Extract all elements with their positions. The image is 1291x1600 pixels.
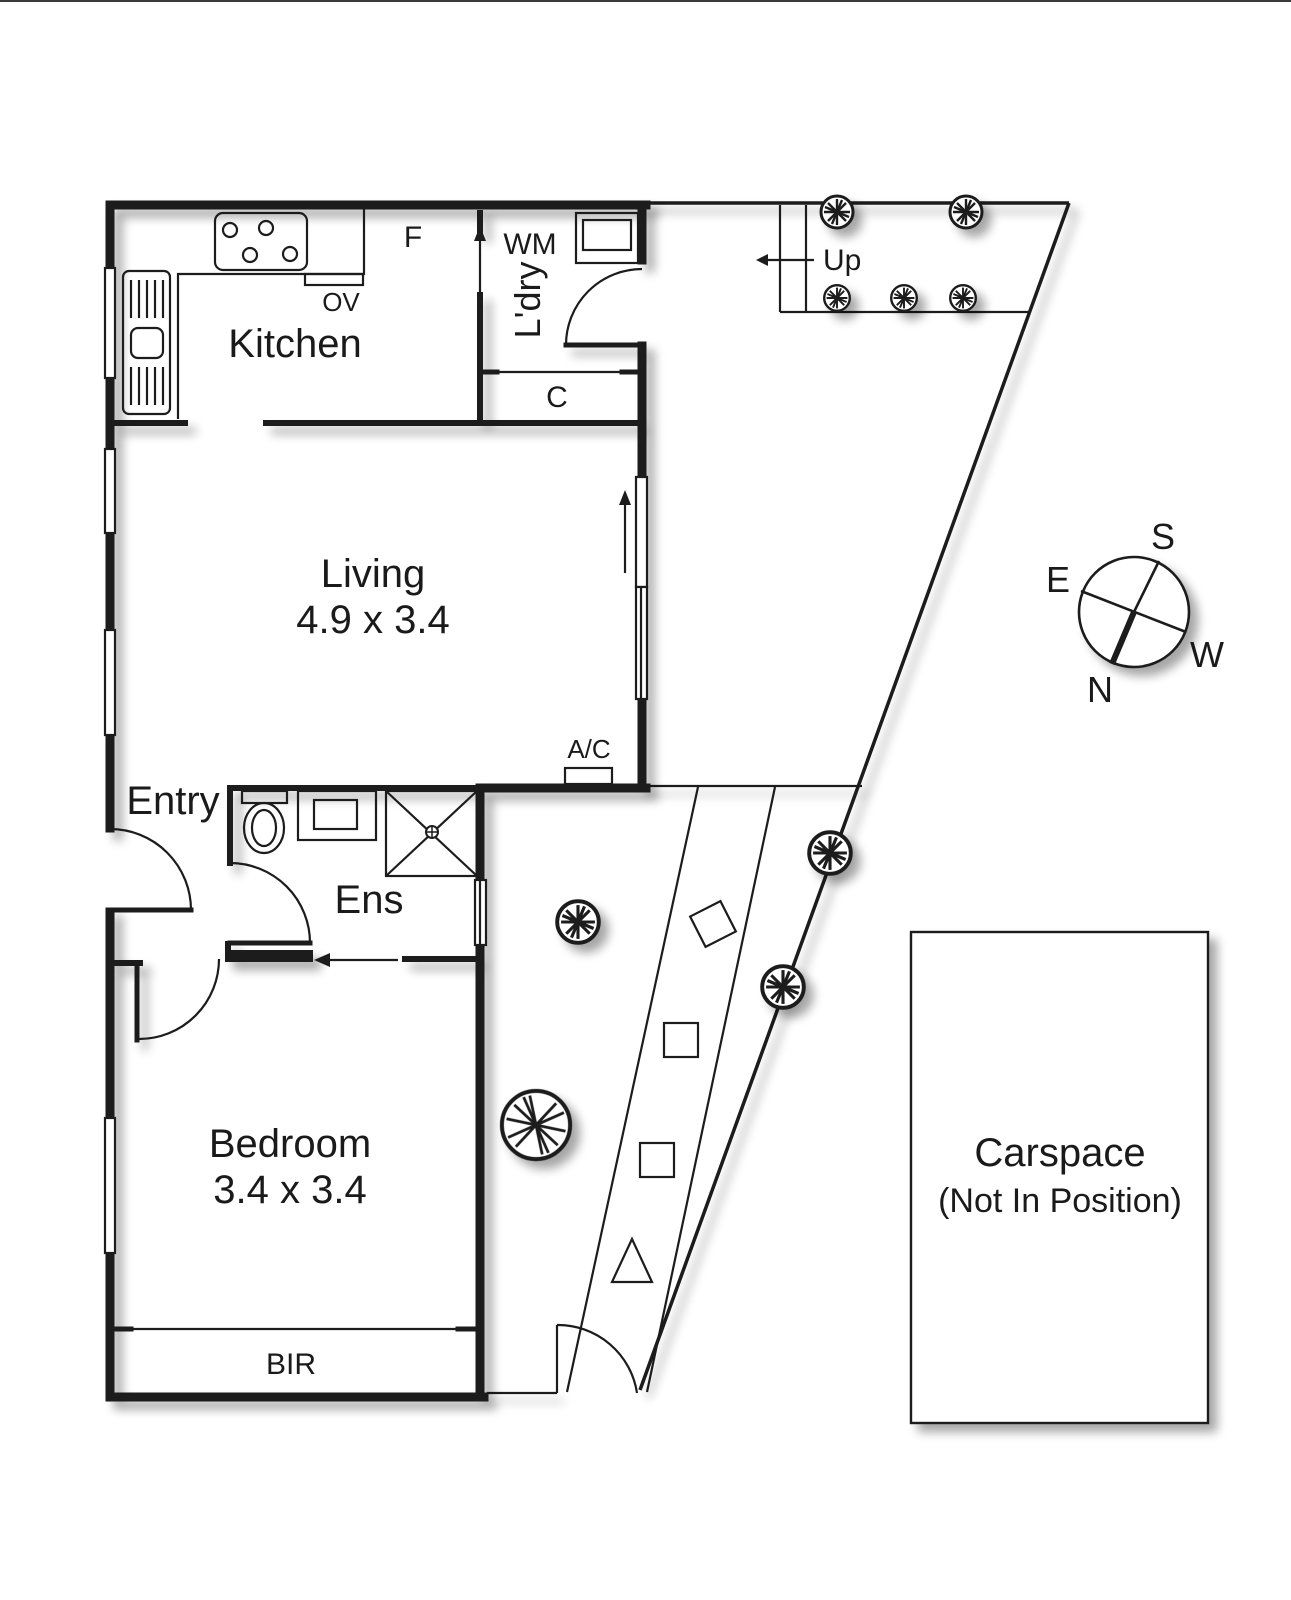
arrow-up-icon xyxy=(474,226,486,241)
garden-gate[interactable] xyxy=(555,1323,639,1394)
paver-square xyxy=(638,1141,676,1179)
fridge-label: F xyxy=(404,221,422,254)
tree-icon xyxy=(819,194,855,230)
vanity xyxy=(296,789,378,842)
compass-south: S xyxy=(1151,516,1175,557)
tree-icon xyxy=(760,964,806,1010)
compass-east: E xyxy=(1046,559,1070,600)
stairs: Up xyxy=(756,205,1029,314)
compass-icon: S E W N xyxy=(1046,516,1224,710)
tree-icon xyxy=(807,830,853,876)
garden-path xyxy=(565,786,777,1393)
tree-icon xyxy=(890,284,918,312)
window xyxy=(103,1116,117,1255)
ensuite-sliding-arrow xyxy=(314,953,398,967)
laundry-door[interactable] xyxy=(564,267,643,346)
arrow-left-icon xyxy=(756,254,768,266)
cupboard: C xyxy=(477,369,643,414)
kitchen-bench xyxy=(176,209,366,419)
cupboard-label: C xyxy=(546,381,568,414)
courtyard xyxy=(487,201,1071,1395)
room-label-ensuite: Ens xyxy=(335,878,404,922)
bedroom-door[interactable] xyxy=(138,958,221,1041)
paver-square xyxy=(662,1021,700,1059)
kitchen-sink xyxy=(121,269,172,416)
room-dimensions-bedroom: 3.4 x 3.4 xyxy=(213,1168,366,1212)
toilet xyxy=(240,789,289,855)
shower xyxy=(384,789,479,878)
paver-triangle xyxy=(610,1236,654,1284)
trees-garden xyxy=(502,830,853,1159)
laundry-sliding-arrow xyxy=(474,226,486,293)
air-conditioner xyxy=(563,766,614,786)
sliding-door-arrow xyxy=(619,490,631,573)
ac-label: A/C xyxy=(567,734,610,764)
window xyxy=(103,628,117,737)
tree-icon xyxy=(555,899,601,945)
room-label-kitchen: Kitchen xyxy=(228,322,361,366)
ensuite-door[interactable] xyxy=(227,861,313,946)
room-label-carspace: Carspace xyxy=(974,1131,1145,1175)
oven-label: OV xyxy=(322,287,360,317)
room-label-laundry: L'dry xyxy=(507,262,548,339)
cooktop xyxy=(213,211,309,272)
room-label-living: Living xyxy=(321,552,426,596)
arrow-left-icon xyxy=(314,953,330,967)
tree-icon xyxy=(502,1091,570,1159)
compass-north: N xyxy=(1087,669,1113,710)
room-dimensions-living: 4.9 x 3.4 xyxy=(296,598,449,642)
windows xyxy=(103,266,649,1255)
laundry-tub xyxy=(574,211,640,265)
bir-label: BIR xyxy=(266,1348,316,1381)
stairs-label: Up xyxy=(823,244,861,277)
room-label-bedroom: Bedroom xyxy=(209,1122,371,1166)
tree-icon xyxy=(948,194,984,230)
window-sliding xyxy=(634,475,649,589)
front-door[interactable] xyxy=(107,825,194,913)
room-label-entry: Entry xyxy=(126,779,219,823)
window xyxy=(103,447,117,535)
carspace-note: (Not In Position) xyxy=(938,1182,1182,1220)
carspace xyxy=(909,930,1210,1425)
tree-icon xyxy=(949,284,977,312)
tree-icon xyxy=(823,284,851,312)
washing-machine-label: WM xyxy=(503,228,556,261)
window xyxy=(103,266,117,380)
compass-west: W xyxy=(1190,634,1224,675)
top-border xyxy=(0,0,1291,2)
paver-diamond xyxy=(688,899,738,949)
arrow-up-icon xyxy=(619,490,631,505)
